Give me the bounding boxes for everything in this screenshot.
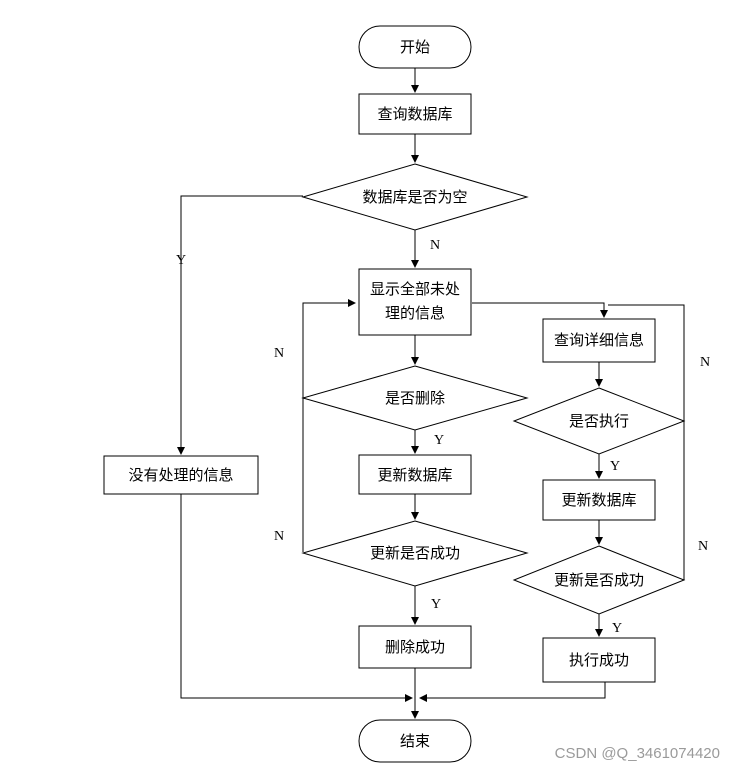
node-no-info-label: 没有处理的信息 [128,466,233,484]
edge-labels: N Y N Y N Y N Y N Y [176,238,710,636]
connectors [177,68,685,719]
node-start-label: 开始 [400,38,430,56]
node-no-info: 没有处理的信息 [103,455,259,495]
edge-execute-no [608,304,685,420]
node-update-db-right: 更新数据库 [542,479,656,521]
node-query-db-label: 查询数据库 [377,105,452,123]
node-update-db-left: 更新数据库 [358,454,472,495]
node-is-delete: 是否删除 [301,365,529,431]
node-show-all: 显示全部未处 理的信息 [358,268,472,336]
edge-show-to-detail [472,302,608,318]
node-end-label: 结束 [400,732,430,750]
node-delete-ok-label: 删除成功 [385,638,445,656]
node-query-detail: 查询详细信息 [542,318,656,363]
watermark: CSDN @Q_3461074420 [555,745,720,762]
edge-delete-no [302,299,356,397]
node-update-ok-left: 更新是否成功 [301,520,529,587]
label-delete-no: N [274,346,284,361]
edge-noinfo-to-end [180,494,413,702]
node-delete-ok: 删除成功 [358,625,472,669]
node-db-empty-label: 数据库是否为空 [362,188,467,206]
node-start: 开始 [358,25,472,69]
node-is-execute: 是否执行 [512,387,686,455]
label-db-empty-no: N [430,238,440,253]
edge-empty-yes [177,195,303,455]
label-update-left-yes: Y [431,597,441,612]
label-execute-no: N [700,355,710,370]
node-update-db-left-label: 更新数据库 [377,466,452,484]
node-update-ok-left-label: 更新是否成功 [370,544,460,562]
node-show-all-label-2: 理的信息 [385,304,445,322]
edge-execute-ok-to-end [419,682,606,702]
node-update-ok-right-label: 更新是否成功 [554,571,644,589]
label-update-left-no: N [274,529,284,544]
node-is-execute-label: 是否执行 [569,412,629,430]
node-show-all-label-1: 显示全部未处 [370,280,460,298]
label-db-empty-yes: Y [176,253,186,268]
label-execute-yes: Y [610,459,620,474]
node-db-empty: 数据库是否为空 [301,163,529,231]
node-execute-ok-label: 执行成功 [569,651,629,669]
label-update-right-yes: Y [612,621,622,636]
node-end: 结束 [358,719,472,763]
node-query-detail-label: 查询详细信息 [554,331,644,349]
node-is-delete-label: 是否删除 [385,389,445,407]
label-update-right-no: N [698,539,708,554]
node-query-db: 查询数据库 [358,93,472,135]
node-update-ok-right: 更新是否成功 [512,545,686,615]
node-execute-ok: 执行成功 [542,637,656,683]
label-delete-yes: Y [434,433,444,448]
node-update-db-right-label: 更新数据库 [561,491,636,509]
